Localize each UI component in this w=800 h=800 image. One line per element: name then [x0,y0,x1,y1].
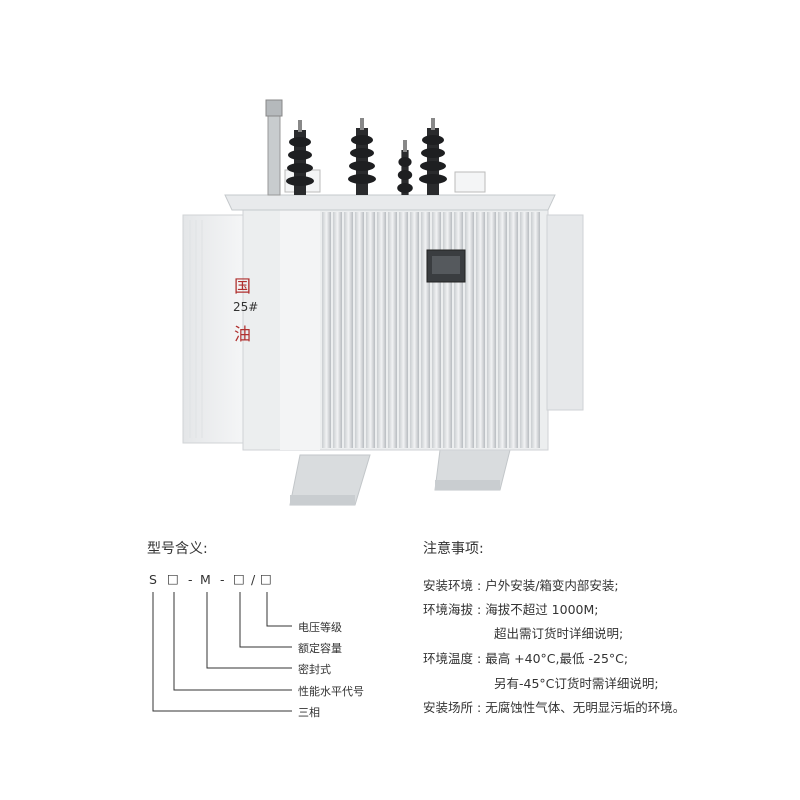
left-radiator-panel [182,214,246,444]
base-feet [289,449,511,506]
code-box2: □ [233,571,245,586]
bushing [397,140,413,195]
bushing [286,120,314,195]
note-value: 无腐蚀性气体、无明显污垢的环境。 [485,700,686,715]
code-dash2: - [220,572,225,587]
bushing [419,118,447,195]
radiator-fin [333,212,342,448]
notes-heading: 注意事项: [423,541,484,557]
note-line: 环境温度 : 最高 +40°C,最低 -25°C; [423,648,628,667]
radiator-fin [443,212,452,448]
radiator-fin [465,212,474,448]
radiator-fin [355,212,364,448]
note-line: 另有-45°C订货时需详细说明; [494,673,659,692]
tank-label-line2: 25# [233,300,259,314]
note-value: 超出需订货时详细说明; [494,626,624,641]
right-radiator-panel [546,214,584,411]
note-line: 安装场所 : 无腐蚀性气体、无明显污垢的环境。 [423,697,685,716]
radiator-fin [432,212,441,448]
radiator-fin [388,212,397,448]
note-value: 另有-45°C订货时需详细说明; [494,676,659,691]
code-slash: / [251,572,256,587]
note-label: 安装场所 [423,700,474,715]
radiator-fin [410,212,419,448]
radiator-fins [322,212,540,448]
note-sep: : [477,651,482,666]
note-line: 超出需订货时详细说明; [494,623,623,642]
note-label: 安装环境 [423,578,474,593]
radiator-fin [322,212,331,448]
note-sep: : [477,602,482,617]
radiator-fin [344,212,353,448]
bushings [286,118,447,195]
radiator-fin [531,212,540,448]
top-cover [224,194,556,211]
tank-label-line3: 油 [234,325,251,345]
note-sep: : [477,578,482,593]
radiator-fin [399,212,408,448]
note-label: 环境海拔 [423,602,474,617]
model-item: 密封式 [298,663,331,676]
radiator-fin [487,212,496,448]
radiator-fin [476,212,485,448]
note-label: 环境温度 [423,651,474,666]
model-item: 额定容量 [298,642,342,655]
code-m: M [200,572,211,587]
radiator-fin [366,212,375,448]
code-s: S [149,572,157,587]
note-sep: : [477,700,482,715]
code-box1: □ [167,571,179,586]
radiator-fin [520,212,529,448]
model-item: 电压等级 [298,621,342,634]
model-item: 三相 [298,706,320,719]
radiator-fin [454,212,463,448]
note-line: 安装环境 : 户外安装/箱变内部安装; [423,575,619,594]
radiator-fin [498,212,507,448]
note-value: 户外安装/箱变内部安装; [485,578,619,593]
note-line: 环境海拔 : 海拔不超过 1000M; [423,599,599,618]
model-meaning-heading: 型号含义: [147,541,208,557]
tank-label-line1: 国 [234,277,251,297]
radiator-fin [509,212,518,448]
radiator-fin [421,212,430,448]
code-box3: □ [260,571,272,586]
oil-gauge [267,114,281,196]
code-dash1: - [188,572,193,587]
bushing [348,118,376,195]
transformer-image [182,99,584,506]
model-item: 性能水平代号 [298,685,364,698]
note-value: 海拔不超过 1000M; [485,602,599,617]
note-value: 最高 +40°C,最低 -25°C; [485,651,629,666]
radiator-fin [377,212,386,448]
